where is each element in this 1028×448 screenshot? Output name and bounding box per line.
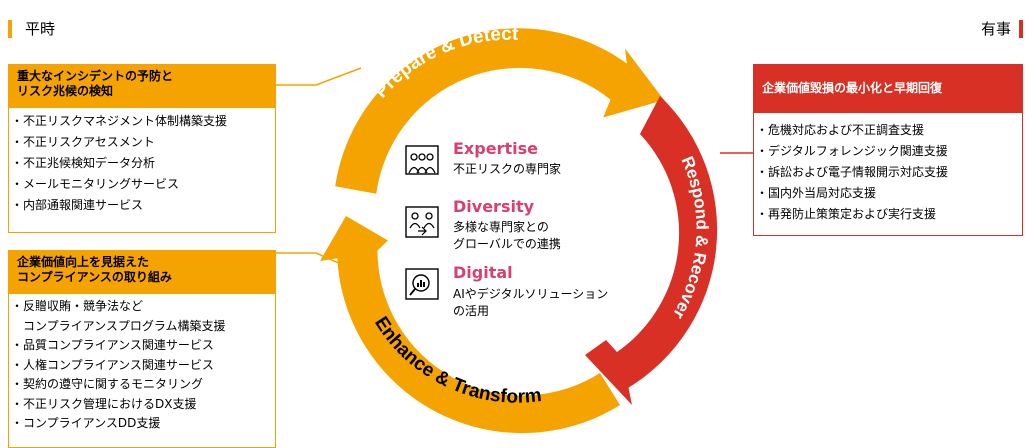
list-item: 内部通報関連サービス	[11, 195, 275, 216]
list-item: 契約の遵守に関するモニタリング	[11, 375, 275, 395]
prepare-box-title: 重大なインシデントの予防と リスク兆候の検知	[9, 65, 275, 108]
list-item: 不正リスクアセスメント	[11, 132, 275, 153]
list-item: メールモニタリングサービス	[11, 174, 275, 195]
cycle-diagram: Prepare & Detect Respond & Recover Enhan…	[320, 24, 718, 434]
digital-item: Digital AIやデジタルソリューション の活用	[405, 264, 665, 328]
enhance-title-line2: コンプライアンスの取り組み	[17, 270, 172, 284]
expertise-title: Expertise	[453, 139, 538, 158]
enhance-transform-arc	[320, 216, 620, 434]
respond-recover-box: 企業価値毀損の最小化と早期回復 危機対応および不正調査支援 デジタルフォレンジッ…	[753, 64, 1023, 236]
list-item: 不正リスク管理におけるDX支援	[11, 395, 275, 415]
expertise-item: Expertise 不正リスクの専門家	[405, 140, 655, 190]
prepare-title-line1: 重大なインシデントの予防と	[17, 69, 174, 83]
list-item: 国内外当局対応支援	[756, 183, 1022, 204]
enhance-box-title: 企業価値向上を見据えた コンプライアンスの取り組み	[9, 251, 275, 294]
diversity-title: Diversity	[453, 197, 535, 216]
digital-desc-line2: の活用	[453, 304, 490, 318]
enhance-transform-box: 企業価値向上を見据えた コンプライアンスの取り組み 反贈収賄・競争法などコンプラ…	[8, 250, 276, 448]
prepare-connector	[276, 67, 362, 86]
expert-people-icon	[405, 145, 439, 175]
digital-title: Digital	[453, 263, 513, 282]
diversity-item: Diversity 多様な専門家との グローバルでの連携	[405, 198, 655, 262]
prepare-service-list: 不正リスクマネジメント体制構築支援 不正リスクアセスメント 不正兆候検知データ分…	[9, 108, 275, 216]
peacetime-header: 平時	[8, 20, 55, 38]
analytics-magnifier-icon	[405, 268, 439, 300]
respond-recover-arc	[585, 96, 718, 405]
list-item: コンプライアンスDD支援	[11, 414, 275, 434]
list-item: 不正リスクマネジメント体制構築支援	[11, 111, 275, 132]
respond-connector	[720, 152, 754, 154]
list-item: 品質コンプライアンス関連サービス	[11, 336, 275, 356]
list-item: デジタルフォレンジック関連支援	[756, 141, 1022, 162]
respond-box-title: 企業価値毀損の最小化と早期回復	[754, 65, 1022, 113]
digital-desc-line1: AIやデジタルソリューション	[453, 287, 609, 301]
list-item: 人権コンプライアンス関連サービス	[11, 356, 275, 376]
list-item: 危機対応および不正調査支援	[756, 120, 1022, 141]
prepare-detect-box: 重大なインシデントの予防と リスク兆候の検知 不正リスクマネジメント体制構築支援…	[8, 64, 276, 233]
list-item: 不正兆候検知データ分析	[11, 153, 275, 174]
diversity-desc-line2: グローバルでの連携	[453, 237, 561, 251]
prepare-title-line2: リスク兆候の検知	[17, 84, 114, 98]
list-item-text-line2: コンプライアンスプログラム構築支援	[23, 318, 226, 333]
emergency-header: 有事	[981, 20, 1023, 38]
respond-service-list: 危機対応および不正調査支援 デジタルフォレンジック関連支援 訴訟および電子情報開…	[754, 113, 1022, 225]
collaboration-icon	[405, 206, 439, 238]
expertise-desc: 不正リスクの専門家	[453, 162, 562, 176]
enhance-title-line1: 企業価値向上を見据えた	[17, 255, 150, 269]
list-item: 訴訟および電子情報開示対応支援	[756, 162, 1022, 183]
list-item-text: 反贈収賄・競争法など	[23, 299, 144, 313]
list-item: 再発防止策策定および実行支援	[756, 204, 1022, 225]
diversity-desc-line1: 多様な専門家との	[453, 220, 549, 234]
prepare-detect-arc	[335, 28, 664, 194]
